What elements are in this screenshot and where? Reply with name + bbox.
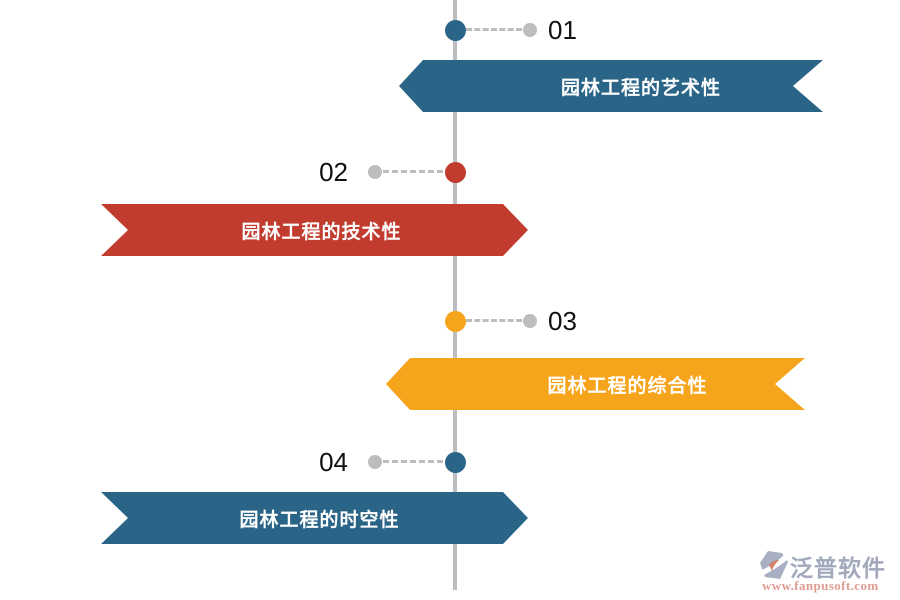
connector-dashes [383, 460, 443, 463]
item-banner: 园林工程的技术性 [101, 204, 528, 256]
item-banner-label: 园林工程的艺术性 [560, 77, 721, 99]
connector-end-dot [523, 314, 537, 328]
item-banner-label: 园林工程的技术性 [241, 221, 402, 243]
connector-dashes [383, 170, 443, 173]
item-number: 02 [319, 157, 348, 187]
fanpu-url-text: www.fanpusoft.com [762, 578, 879, 593]
item-dot [444, 310, 466, 332]
item-number: 01 [548, 15, 577, 45]
timeline-vertical-line [453, 0, 457, 590]
connector-dashes [466, 319, 522, 322]
fanpu-logo-icon [760, 551, 788, 584]
item-banner: 园林工程的艺术性 [399, 60, 823, 112]
item-banner: 园林工程的时空性 [101, 492, 528, 544]
connector-dashes [466, 28, 522, 31]
item-dot [444, 19, 466, 41]
connector-end-dot [368, 455, 382, 469]
connector-end-dot [523, 23, 537, 37]
logo-accent [769, 560, 779, 571]
fanpu-watermark: 泛普软件 www.fanpusoft.com [756, 548, 896, 596]
item-banner-label: 园林工程的综合性 [547, 375, 708, 397]
item-number: 04 [319, 447, 348, 477]
item-dot [444, 161, 466, 183]
item-dot [444, 451, 466, 473]
connector-end-dot [368, 165, 382, 179]
item-banner-label: 园林工程的时空性 [239, 509, 400, 531]
item-number: 03 [548, 306, 577, 336]
item-banner: 园林工程的综合性 [386, 358, 805, 410]
fanpu-brand-text: 泛普软件 [790, 555, 886, 581]
